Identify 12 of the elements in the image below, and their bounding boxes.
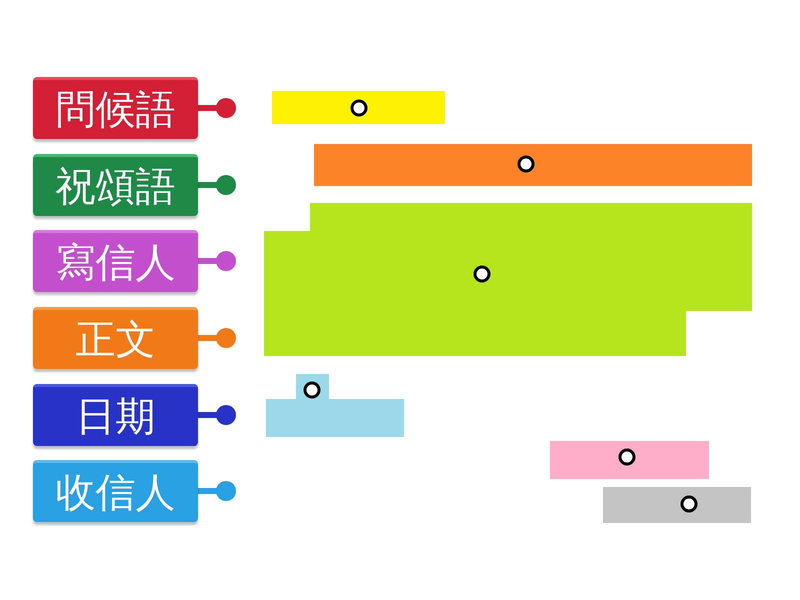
label-tag — [33, 307, 198, 369]
label-tag — [33, 460, 198, 522]
label-text: 正文 — [76, 320, 156, 360]
label-tag — [33, 384, 198, 446]
label-tag — [33, 154, 198, 216]
label-text: 祝頌語 — [56, 166, 176, 206]
label-text: 寫信人 — [56, 242, 176, 282]
label-text: 問候語 — [56, 90, 176, 130]
label-text: 收信人 — [56, 472, 176, 512]
label-tag — [33, 230, 198, 292]
label-text: 日期 — [76, 396, 156, 436]
label-tag — [33, 77, 198, 139]
